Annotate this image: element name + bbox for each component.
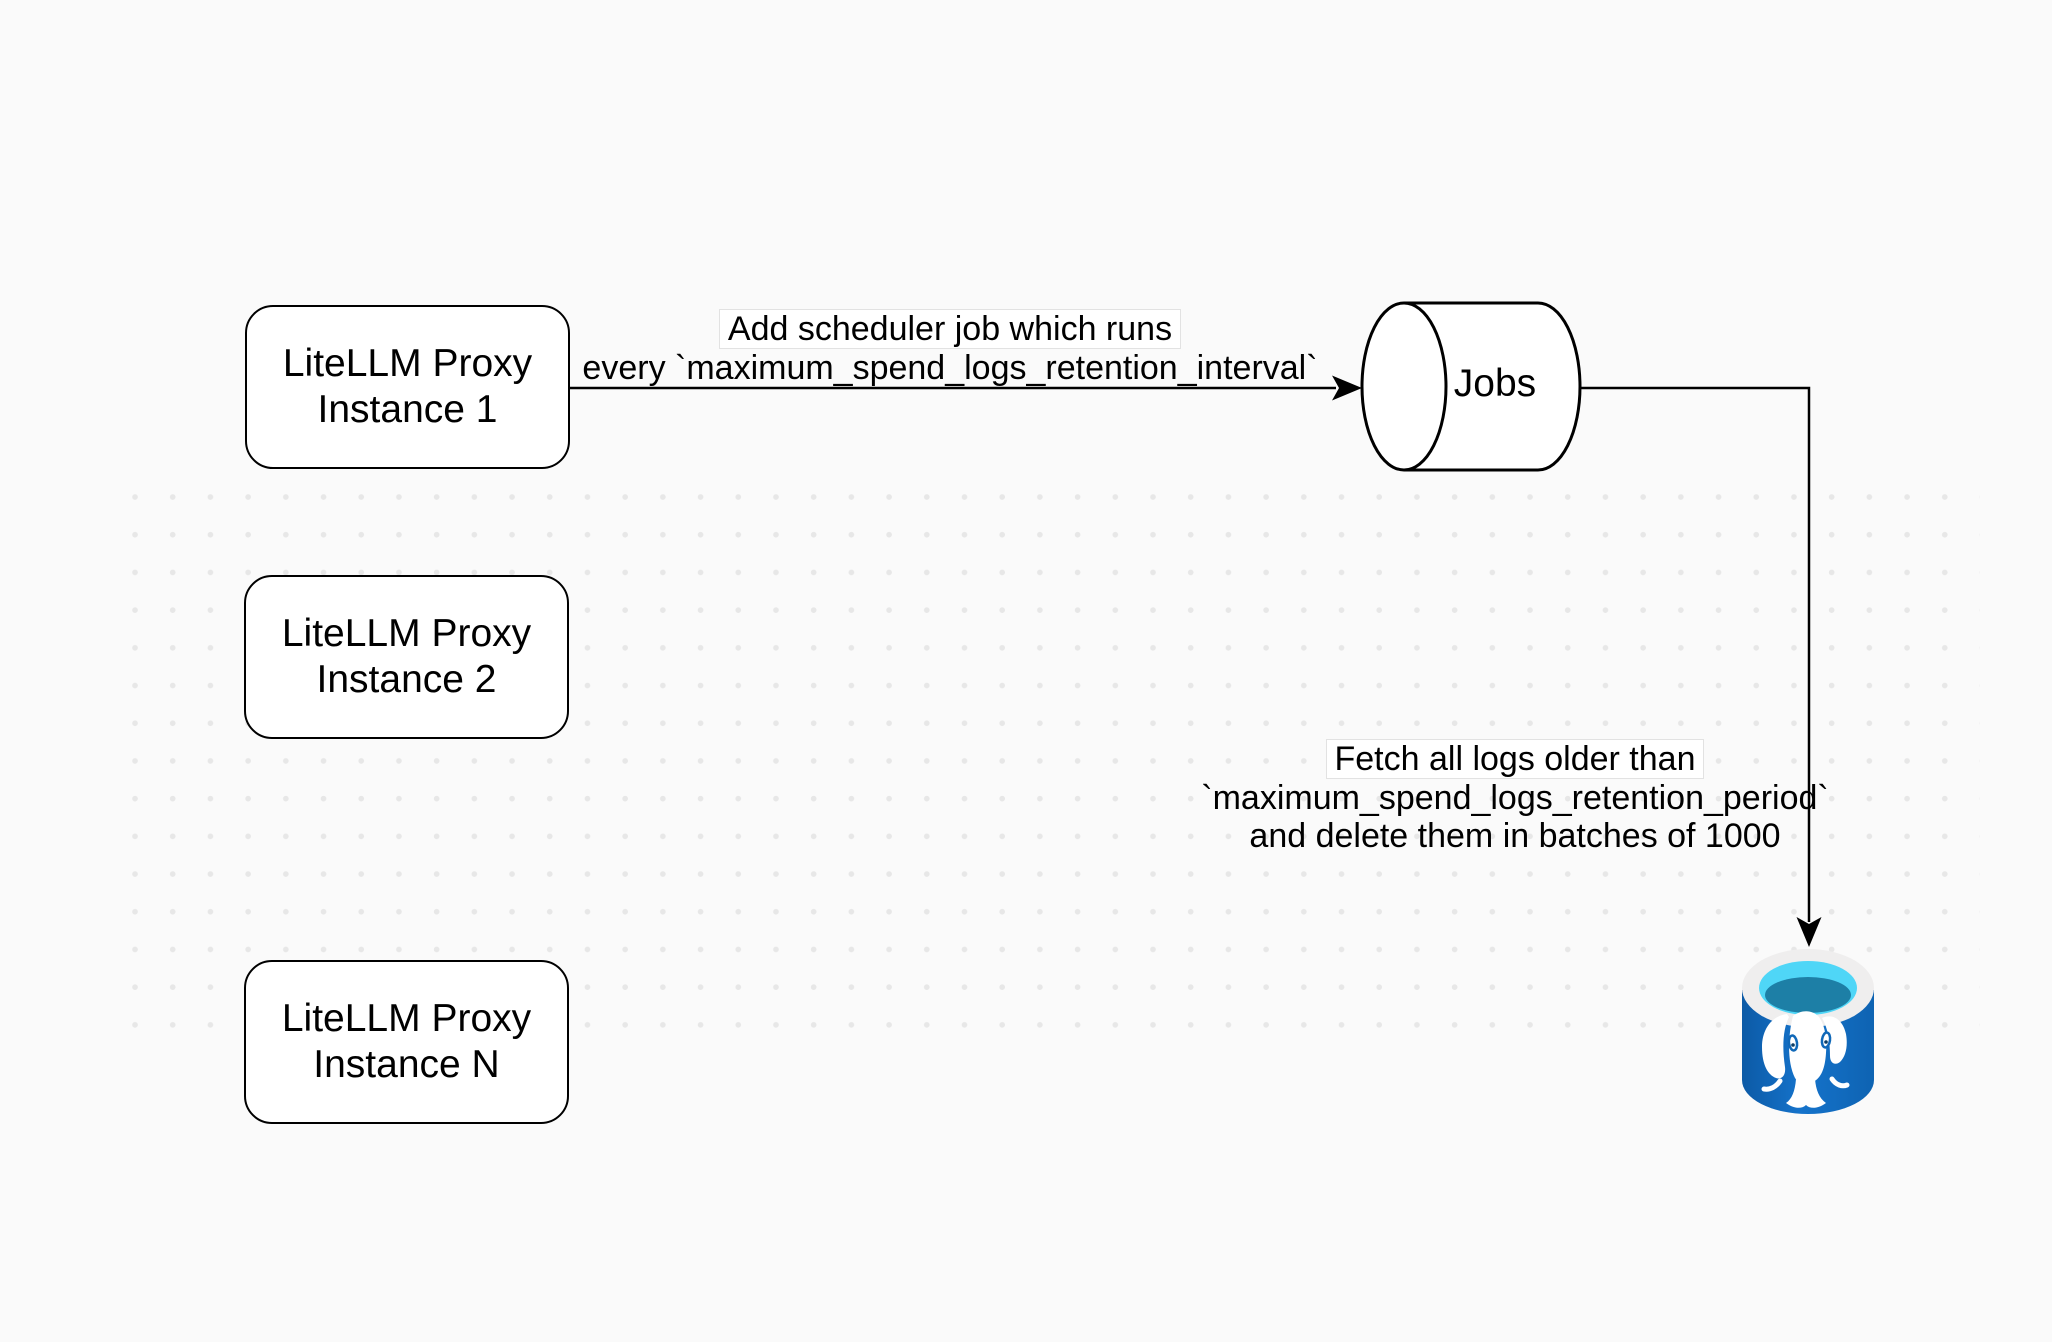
edge-label-fetch-line2: `maximum_spend_logs_retention_period` (1201, 779, 1829, 817)
arrowhead-down-icon (1796, 917, 1822, 947)
jobs-queue-cylinder (1360, 301, 1582, 472)
edge-fetch-arrow (1580, 386, 1822, 947)
node-label-line2: Instance 1 (317, 388, 498, 431)
node-label-line2: Instance N (313, 1043, 500, 1086)
node-label-line1: LiteLLM Proxy (281, 997, 532, 1040)
edge-label-scheduler-line1: Add scheduler job which runs (718, 309, 1182, 349)
node-label-line1: LiteLLM Proxy (282, 342, 533, 385)
postgresql-database-icon (1742, 949, 1874, 1114)
edge-label-fetch-line3: and delete them in batches of 1000 (1249, 817, 1781, 855)
postgres-elephant-logo (1761, 1011, 1850, 1108)
node-litellm-proxy-instance-n: LiteLLM Proxy Instance N (244, 960, 569, 1124)
arrowhead-right-icon (1332, 375, 1362, 401)
edge-label-fetch-line1: Fetch all logs older than (1325, 739, 1705, 779)
node-jobs-label: Jobs (1453, 362, 1537, 405)
node-label-line1: LiteLLM Proxy (281, 612, 532, 655)
node-label-line2: Instance 2 (316, 658, 497, 701)
edge-label-scheduler-line2: every `maximum_spend_logs_retention_inte… (582, 349, 1318, 387)
node-litellm-proxy-instance-1: LiteLLM Proxy Instance 1 (245, 305, 570, 469)
node-litellm-proxy-instance-2: LiteLLM Proxy Instance 2 (244, 575, 569, 739)
edge-scheduler-arrow (570, 375, 1362, 401)
edge-label-fetch: Fetch all logs older than `maximum_spend… (815, 739, 2052, 855)
edge-label-scheduler: Add scheduler job which runs every `maxi… (250, 309, 1650, 387)
